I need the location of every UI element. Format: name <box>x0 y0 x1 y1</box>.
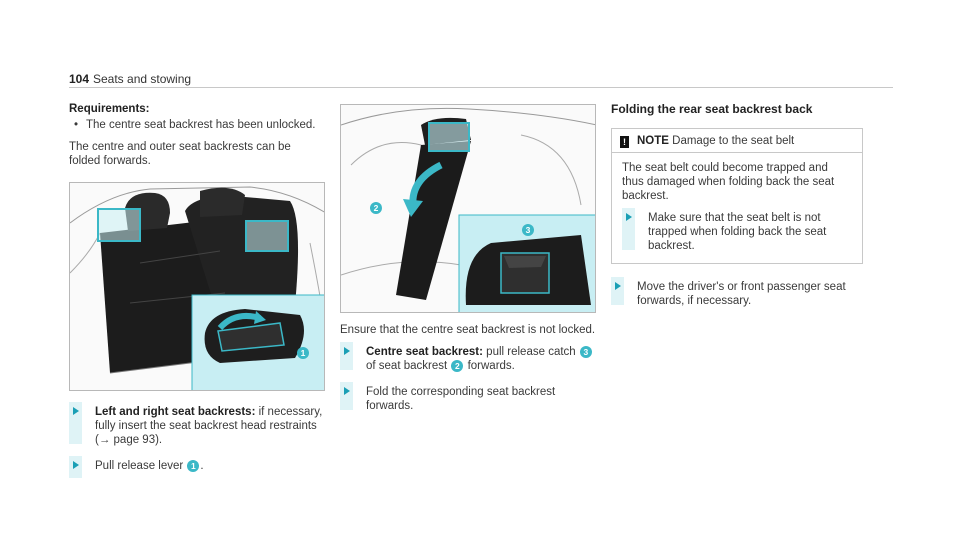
callout-1: 1 <box>297 347 309 359</box>
callout-1-inline: 1 <box>187 460 200 472</box>
rear-seat-illustration: 1 <box>69 182 325 391</box>
step-arrow-icon <box>626 213 632 221</box>
intro-text: The centre and outer seat backrests can … <box>69 141 291 167</box>
step-text: Fold the corresponding seat backrest for… <box>366 386 556 412</box>
note-step: Make sure that the seat belt is not trap… <box>622 208 852 253</box>
section-heading: Folding the rear seat backrest back <box>611 102 813 116</box>
step-centre-backrest: Centre seat backrest: pull release catch… <box>340 342 596 373</box>
warning-icon: ! <box>620 136 629 148</box>
column-middle: 2 3 Ensure that the centre seat backrest… <box>340 104 596 425</box>
step-text: forwards. <box>464 360 515 372</box>
callout-2-inline: 2 <box>451 360 464 372</box>
page-section-title: Seats and stowing <box>93 72 192 86</box>
note-title: Damage to the seat belt <box>668 135 795 147</box>
column-left: Requirements: The centre seat backrest h… <box>69 102 325 485</box>
step-arrow-icon <box>615 282 621 290</box>
step-text: if necessary, fully insert the seat back… <box>95 406 323 446</box>
callout-3-inline: 3 <box>579 346 592 358</box>
page-number: 104 <box>69 72 90 86</box>
intro-text: Ensure that the centre seat backrest is … <box>340 324 596 336</box>
rear-seat-drawing <box>70 186 324 390</box>
requirements-label: Requirements: <box>69 103 150 115</box>
step-pull-lever: Pull release lever 1. <box>69 456 325 478</box>
step-bold-label: Centre seat backrest: <box>366 346 483 358</box>
step-arrow-icon <box>73 407 79 415</box>
step-text: of seat backrest <box>366 360 451 372</box>
note-header: ! NOTE Damage to the seat belt <box>612 129 862 153</box>
step-arrow-icon <box>344 347 350 355</box>
step-left-right-backrests: Left and right seat backrests: if necess… <box>69 402 325 447</box>
step-bold-label: Left and right seat backrests: <box>95 406 256 418</box>
step-move-seat: Move the driver's or front passenger sea… <box>611 277 867 308</box>
requirement-item: The centre seat backrest has been unlock… <box>69 118 325 132</box>
centre-backrest-illustration: 2 3 <box>340 104 596 313</box>
step-text: pull release catch <box>482 346 579 358</box>
callout-3: 3 <box>522 224 534 236</box>
step-text-end: . <box>200 460 204 472</box>
step-arrow-icon <box>344 387 350 395</box>
step-fold-backrest: Fold the corresponding seat backrest for… <box>340 382 596 413</box>
note-box: ! NOTE Damage to the seat belt The seat b… <box>611 128 863 264</box>
requirements-list: The centre seat backrest has been unlock… <box>69 118 325 132</box>
step-text: Move the driver's or front passenger sea… <box>637 281 846 307</box>
step-text: Make sure that the seat belt is not trap… <box>648 212 827 252</box>
page-header: 104 Seats and stowing <box>69 70 893 88</box>
step-arrow-icon <box>73 461 79 469</box>
note-label: NOTE <box>637 135 669 147</box>
note-text: The seat belt could become trapped and t… <box>622 162 835 202</box>
step-text: Pull release lever <box>95 460 187 472</box>
column-right: Folding the rear seat backrest back ! NOT… <box>611 102 867 320</box>
note-body: The seat belt could become trapped and t… <box>612 153 862 263</box>
callout-2: 2 <box>370 202 382 214</box>
